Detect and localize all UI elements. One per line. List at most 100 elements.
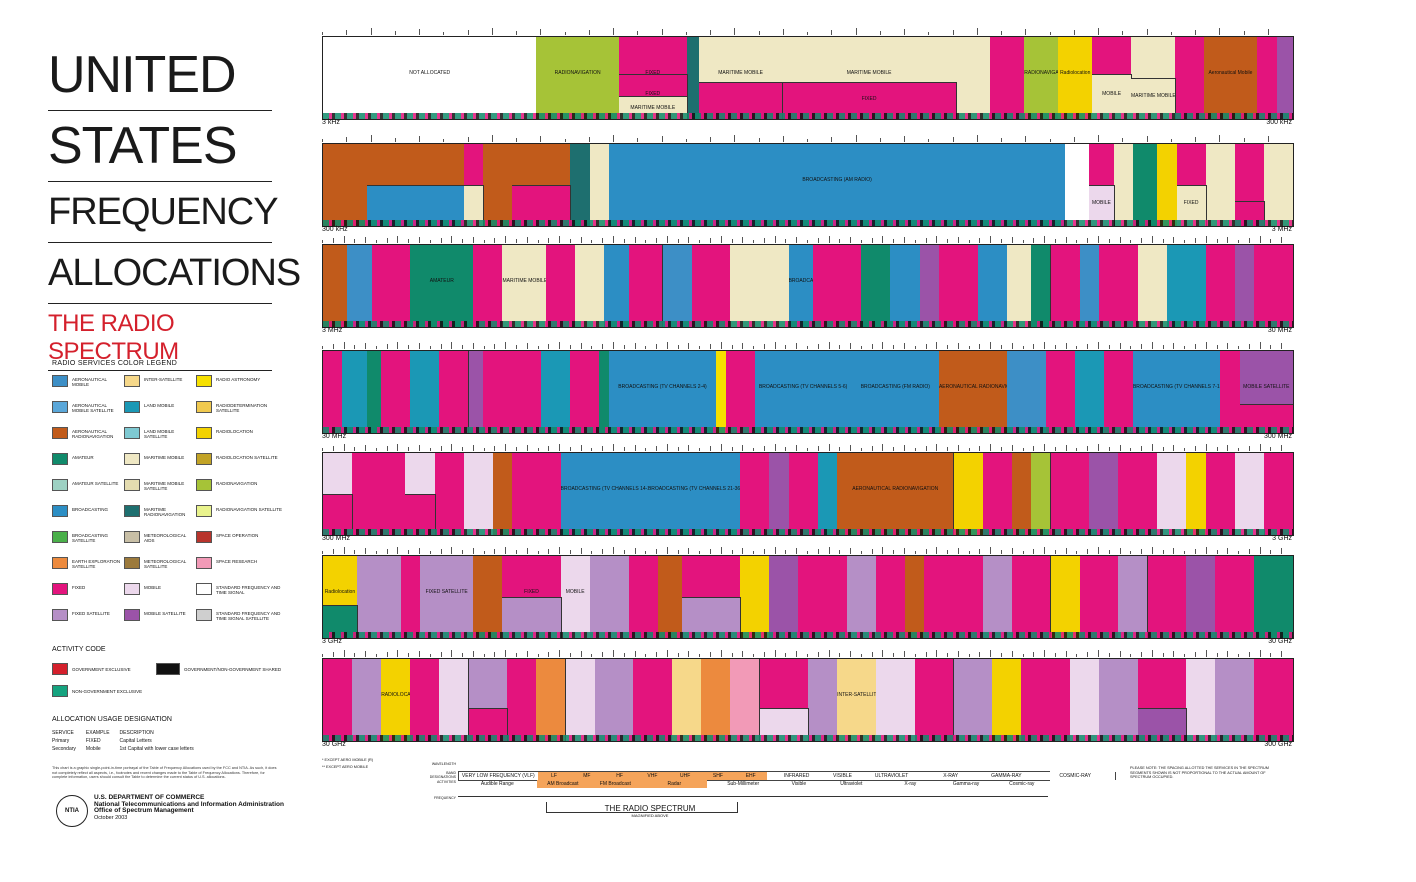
tick-mark xyxy=(1270,447,1271,451)
spectrum-row-label: ACTIVITIES xyxy=(436,780,456,784)
legend-label: MOBILE SATELLITE xyxy=(144,611,186,616)
tick-mark xyxy=(936,342,937,349)
tick-mark xyxy=(1108,239,1110,243)
tick-mark xyxy=(850,651,851,657)
color-legend: RADIO SERVICES COLOR LEGEND AERONAUTICAL… xyxy=(52,360,292,627)
allocation-block xyxy=(914,659,955,741)
allocation-block xyxy=(817,453,839,535)
allocation-block xyxy=(1254,659,1293,741)
tick-mark xyxy=(365,651,366,657)
tick-mark xyxy=(914,551,916,554)
spectrum-title-block: THE RADIO SPECTRUM MAGNIFIED ABOVE xyxy=(595,804,705,818)
allocation-block xyxy=(1234,245,1256,327)
tick-mark xyxy=(699,654,700,657)
band-start-label: 30 GHz xyxy=(322,741,346,748)
tick-mark xyxy=(904,136,905,142)
allocation-block xyxy=(1257,37,1278,119)
table-row: Secondary Mobile 1st Capital with lower … xyxy=(52,745,204,753)
tick-mark xyxy=(1022,654,1024,657)
tick-mark xyxy=(1065,445,1067,451)
legend-label: LAND MOBILE SATELLITE xyxy=(144,429,175,439)
tick-mark xyxy=(1122,138,1123,142)
allocation-block: AMATEUR xyxy=(410,245,475,327)
tick-mark xyxy=(354,447,355,451)
tick-mark xyxy=(1259,444,1261,451)
tick-mark xyxy=(483,240,485,243)
allocation-block xyxy=(1074,351,1105,433)
allocation-label: BROADCASTING (FM RADIO) xyxy=(860,383,930,390)
allocation-block: RADIONAVIGATION xyxy=(536,37,620,119)
tick-mark xyxy=(785,550,786,554)
agency-name: National Telecommunications and Informat… xyxy=(94,800,284,808)
tick-mark xyxy=(817,446,819,451)
tick-mark xyxy=(537,654,539,657)
table-cell: Capital Letters xyxy=(119,738,152,744)
tick-mark xyxy=(742,343,743,349)
tick-mark xyxy=(817,344,819,349)
legend-item: BROADCASTING xyxy=(52,505,124,523)
tick-mark xyxy=(1119,651,1121,657)
tick-mark xyxy=(807,240,808,243)
allocation-block xyxy=(575,245,606,327)
tick-mark xyxy=(591,654,592,657)
band-designation: VISIBLE xyxy=(826,772,860,780)
tick-mark xyxy=(613,236,614,243)
tick-mark xyxy=(688,237,689,243)
allocation-block xyxy=(439,659,470,741)
gov-exclusive-label: GOVERNMENT EXCLUSIVE xyxy=(72,666,131,672)
tick-mark xyxy=(1205,342,1207,349)
tick-mark xyxy=(397,547,398,554)
legend-label: RADIONAVIGATION xyxy=(216,481,258,486)
tick-mark xyxy=(613,135,614,142)
spectrum-row-label: BAND DESIGNATIONS xyxy=(429,771,456,779)
tick-mark xyxy=(904,445,905,451)
legend-swatch xyxy=(124,557,140,569)
tick-mark xyxy=(1001,653,1002,657)
allocation-block xyxy=(323,351,344,433)
tick-mark xyxy=(516,31,517,35)
allocation-block xyxy=(657,556,683,638)
tick-mark xyxy=(1227,445,1228,451)
legend-label: STANDARD FREQUENCY AND TIME SIGNAL SATEL… xyxy=(216,611,281,621)
tick-mark xyxy=(419,343,420,349)
tick-mark xyxy=(1238,346,1239,349)
tick-mark xyxy=(710,30,711,35)
tick-mark xyxy=(569,239,571,243)
legend-swatch xyxy=(52,427,68,439)
title-rule xyxy=(48,242,272,243)
tick-mark xyxy=(742,548,743,554)
legend-label: MARITIME MOBILE xyxy=(144,455,185,460)
tick-mark xyxy=(569,653,571,657)
tick-mark xyxy=(720,444,722,451)
tick-mark xyxy=(370,135,371,142)
tick-mark xyxy=(661,29,662,35)
allocation-block xyxy=(536,659,567,741)
tick-mark xyxy=(1119,343,1121,349)
legend-item: FIXED xyxy=(52,583,124,601)
tick-mark xyxy=(1087,446,1088,451)
allocation-block xyxy=(861,245,892,327)
tick-mark xyxy=(491,28,493,35)
legend-item: INTER-SATELLITE xyxy=(124,375,196,393)
allocation-label: MARITIME MOBILE xyxy=(630,105,676,112)
table-header: SERVICE xyxy=(52,730,74,736)
tick-mark xyxy=(1044,547,1045,554)
tick-mark xyxy=(1173,445,1174,451)
tick-mark xyxy=(914,654,916,657)
tick-mark xyxy=(386,344,388,349)
legend-swatch xyxy=(124,505,140,517)
table-row: SERVICE EXAMPLE DESCRIPTION xyxy=(52,729,204,737)
legend-label: RADIOLOCATION SATELLITE xyxy=(216,455,278,460)
tick-mark xyxy=(343,444,345,451)
tick-mark xyxy=(602,446,603,451)
tick-mark xyxy=(634,651,636,657)
allocation-label: INTER-SATELLITE xyxy=(837,691,876,698)
allocation-block xyxy=(1147,556,1188,638)
allocation-block xyxy=(1113,144,1134,226)
tick-mark xyxy=(1098,135,1099,142)
tick-mark xyxy=(734,135,735,142)
tick-mark xyxy=(710,549,711,554)
allocation-sub-block xyxy=(463,185,485,226)
tick-mark xyxy=(1022,448,1024,451)
